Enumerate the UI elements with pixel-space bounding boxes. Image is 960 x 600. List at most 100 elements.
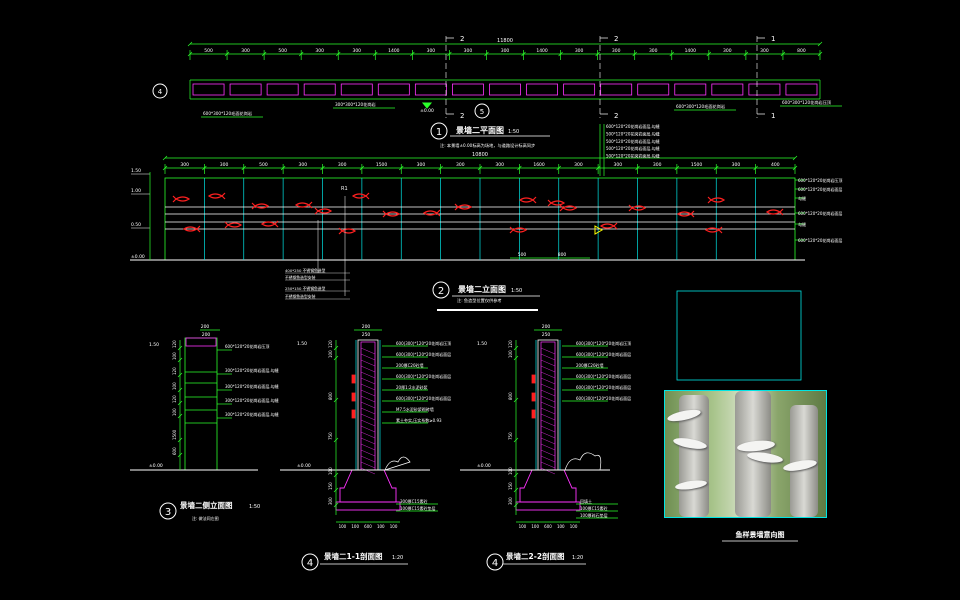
side-vert-dim: 1500 — [172, 429, 177, 440]
dim-tick — [595, 165, 601, 171]
dim-tick — [298, 51, 304, 57]
level-label: ±0.00 — [297, 463, 311, 469]
section2-vert-dim: 150 — [508, 482, 513, 490]
fish-shape — [422, 209, 441, 217]
section-marker-label: 2 — [460, 112, 464, 120]
section1-hatch — [360, 455, 376, 463]
section1-hatch — [360, 395, 376, 403]
fish-shape — [676, 210, 695, 218]
elev-dim-label: 300 — [220, 162, 229, 168]
drawing-scale: 1:50 — [511, 288, 522, 294]
plan-stone-block — [748, 83, 781, 96]
elev-leader-note: 250*150 不锈钢鱼造型 — [285, 286, 326, 291]
section1-hatch — [360, 389, 376, 397]
side-vert-dim: 120 — [172, 367, 177, 375]
section1-hatch — [360, 383, 376, 391]
level-label: 1.50 — [149, 342, 159, 348]
section1-hatch — [360, 449, 376, 457]
section2-hatch — [540, 419, 556, 427]
side-vert-dim: 120 — [172, 395, 177, 403]
drawing-title: 景墙二1-1剖面图 — [324, 551, 383, 561]
drawing-number: 1 — [436, 127, 442, 138]
elev-bottom-dim: 500 — [518, 252, 527, 258]
section-bottom-dim: 100 — [519, 524, 527, 529]
dim-tick — [280, 165, 286, 171]
fish-shape — [172, 195, 191, 203]
section1-hatch — [360, 353, 376, 361]
drawing-subnote: 注: 做法同左图 — [192, 515, 219, 521]
drawing-title: 景墙二侧立面图 — [180, 500, 233, 510]
dim-tick — [558, 51, 563, 57]
level-label: ±0.00 — [149, 463, 163, 469]
level-label: ±0.00 — [131, 254, 145, 260]
dim-tick — [635, 165, 640, 171]
dim-tick — [674, 165, 680, 171]
section-bottom-dim: 100 — [377, 524, 385, 529]
plan-dim-label: 1400 — [388, 48, 400, 54]
section-note: 600(300)*120*20花岗岩压顶 — [396, 340, 451, 346]
section2-hatch — [540, 389, 556, 397]
drawing-scale: 1:20 — [572, 555, 583, 561]
dim-tick — [333, 397, 339, 403]
fish-shape — [224, 221, 243, 229]
dim-tick — [632, 51, 637, 57]
section1-hatch — [360, 431, 376, 439]
elev-top-note: 500*120*20花岗岩面层,勾缝 — [606, 145, 660, 151]
plan-dim-label: 1400 — [685, 48, 697, 54]
elev-dim-label: 300 — [732, 162, 741, 168]
section-note: 600(300)*120*20花岗岩面层 — [396, 373, 451, 379]
section2-hatch — [540, 425, 556, 433]
section-bottom-dim: 100 — [351, 524, 359, 529]
section2-hatch — [540, 437, 556, 445]
side-dim: 200 — [201, 324, 210, 330]
section-bottom-dim: 600 — [364, 524, 372, 529]
dim-tick — [359, 165, 365, 171]
side-wall-outline — [184, 337, 218, 471]
section-base-note: 100厚碎石垫层 — [580, 512, 608, 518]
section-note: 600(300)*120*20花岗岩面层 — [576, 395, 631, 401]
dim-tick — [333, 472, 339, 478]
plan-dim-label: 300 — [464, 48, 473, 54]
section2-hatch — [540, 413, 556, 421]
dim-tick — [792, 155, 798, 161]
section-note: 600(300)*120*20花岗岩面层 — [396, 351, 451, 357]
section1-vert-dim: 800 — [328, 392, 333, 400]
anchor-mark — [531, 374, 536, 384]
drawing-number: 4 — [492, 558, 498, 569]
section1-vert-dim: 150 — [328, 482, 333, 490]
fish-shape — [207, 192, 226, 200]
section2-hatch — [540, 347, 556, 355]
section-base-note: 回填土 — [580, 498, 592, 504]
section1-hatch — [360, 359, 376, 367]
dim-tick — [399, 165, 404, 171]
dim-tick — [261, 51, 267, 57]
dim-tick — [177, 400, 183, 406]
dim-tick — [333, 502, 339, 508]
section1-footing — [339, 469, 397, 503]
section1-hatch — [360, 407, 376, 415]
section-bottom-dim: 600 — [544, 524, 552, 529]
dim-tick — [743, 51, 749, 57]
section-note: 600(300)*120*20花岗岩压顶 — [576, 340, 631, 346]
drawing-scale: 1:20 — [392, 555, 403, 561]
section-base-note: 300厚C15素砼 — [400, 498, 428, 504]
section1-hatch — [360, 419, 376, 427]
drawing-number-circle — [486, 553, 504, 571]
section1-base — [335, 501, 401, 511]
dim-tick — [669, 51, 675, 57]
drawing-number: 3 — [165, 507, 171, 518]
section1-hatch — [360, 437, 376, 445]
section1-hatch — [360, 461, 376, 469]
level-label: ±0.00 — [477, 463, 491, 469]
section2-vert-dim: 120 — [508, 340, 513, 348]
dim-tick — [333, 487, 339, 493]
plan-total-dim: 11800 — [497, 38, 513, 44]
plan-dim-label: 800 — [797, 48, 806, 54]
elev-right-note: 勾缝 — [798, 221, 806, 227]
blank-frame — [676, 290, 802, 381]
elev-dim-label: 300 — [574, 162, 583, 168]
elev-leader-note: 不锈钢鱼造型安装 — [285, 294, 316, 299]
plan-stone-block — [303, 83, 336, 96]
dim-tick — [410, 51, 415, 57]
axis-label: 5 — [480, 108, 484, 116]
